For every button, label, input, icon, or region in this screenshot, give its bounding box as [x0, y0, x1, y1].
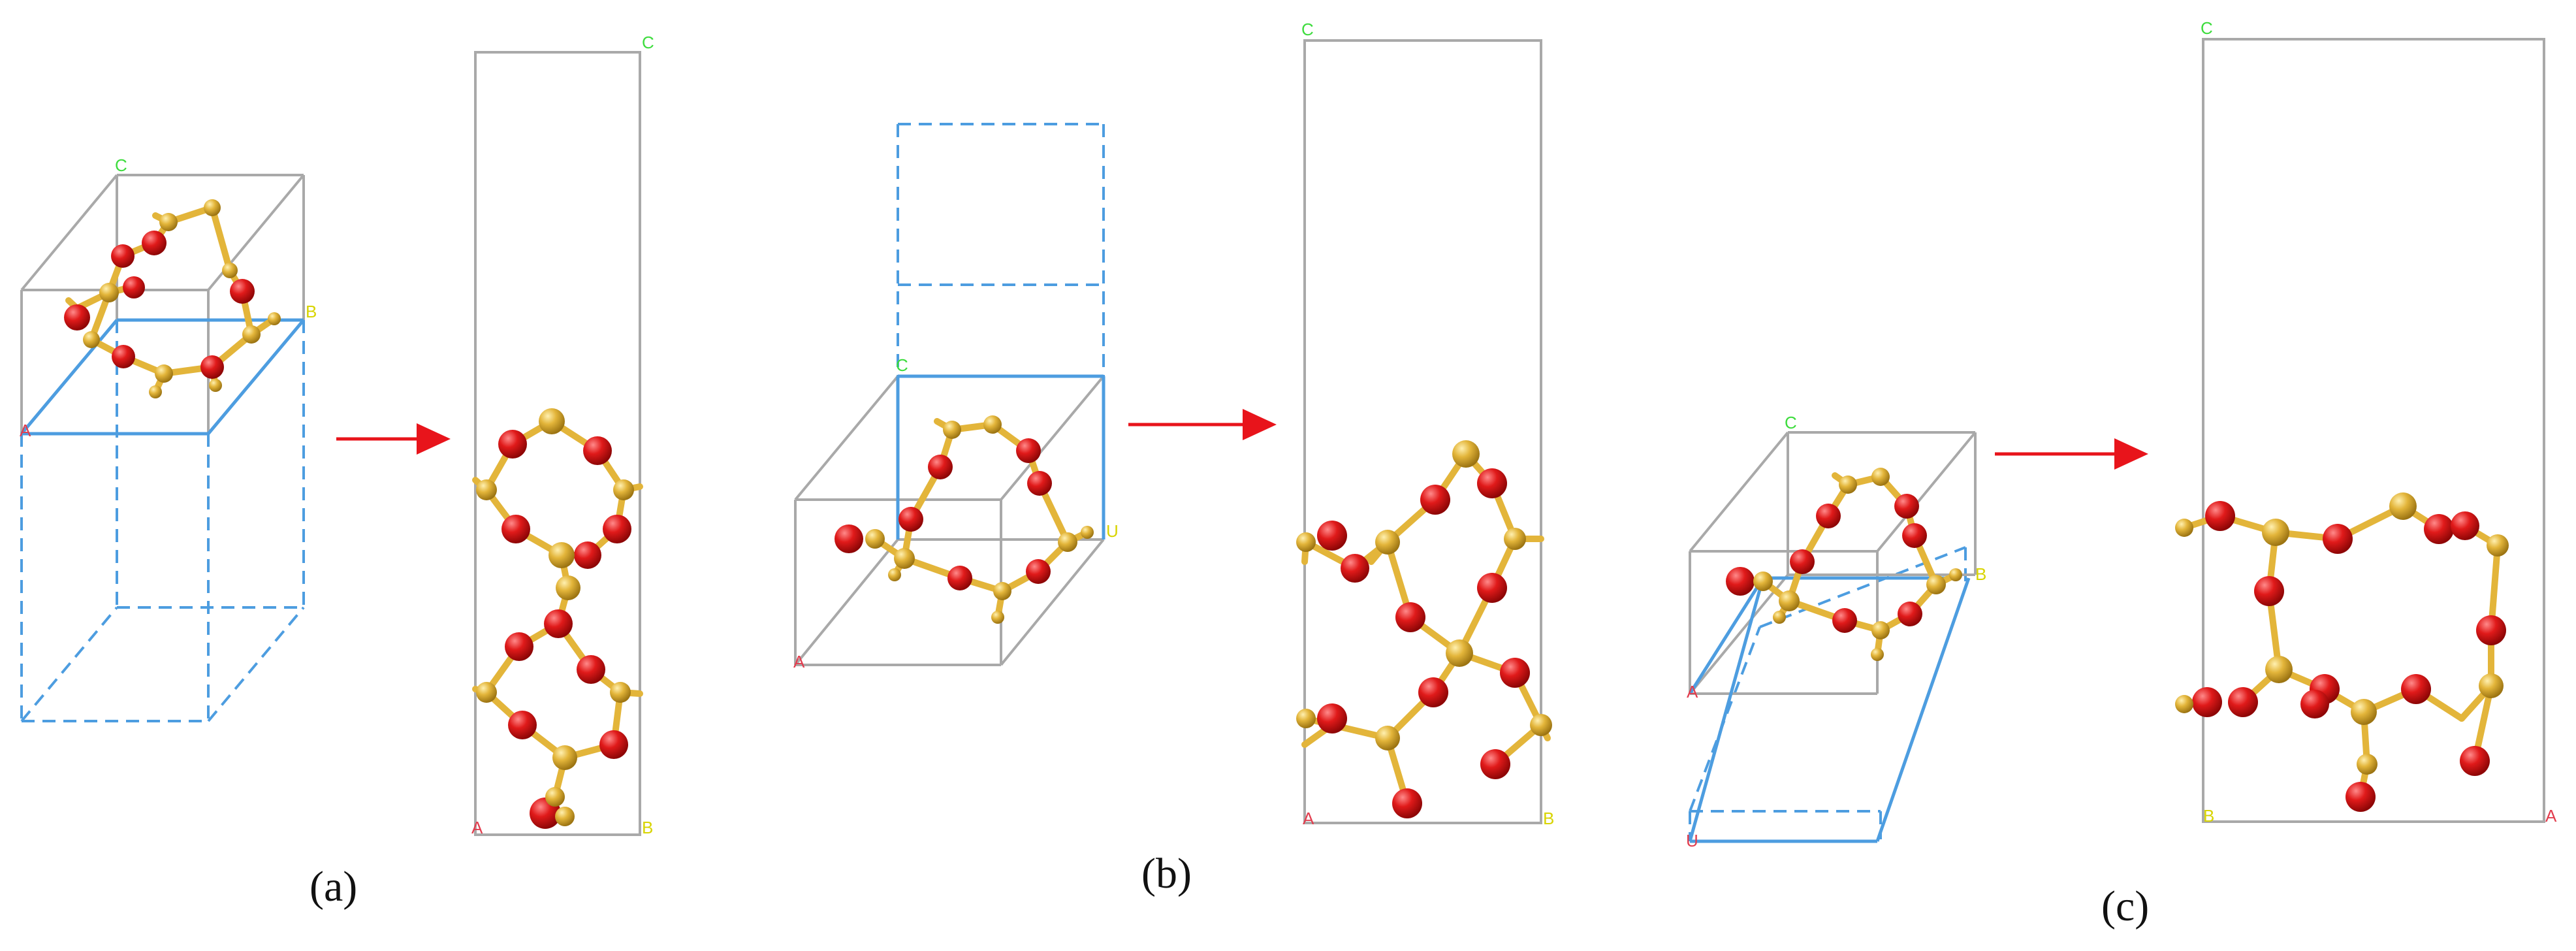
panel-c-initial-structure	[1726, 468, 1962, 661]
axis-label: A	[471, 818, 483, 837]
panel-c-relaxed-cell	[2175, 38, 2545, 823]
panel-a-unit-cell	[20, 174, 305, 434]
axis-label: B	[1975, 564, 1986, 584]
axis-label: C	[642, 33, 654, 52]
panel-c-arrow	[1995, 438, 2148, 470]
panel-a-initial-structure	[64, 199, 281, 398]
axis-label: B	[2203, 806, 2214, 826]
panel-a-supercell-outline	[20, 320, 305, 722]
panel-c-unit-cell	[1689, 431, 1977, 695]
panel-c-relaxed-structure	[2175, 492, 2509, 812]
panel-c-initial-cell	[1688, 431, 1977, 843]
panel-a-relaxed-cell-frame	[474, 51, 641, 836]
panel-c-relaxed-cell-frame	[2202, 38, 2545, 823]
axis-label: B	[1543, 809, 1554, 828]
axis-label: C	[896, 355, 908, 375]
panel-b-arrow	[1128, 409, 1277, 440]
panel-a-base-plane	[20, 318, 305, 436]
axis-label: C	[2201, 18, 2213, 38]
panel-a-relaxed-cell	[472, 51, 643, 836]
axis-label: A	[20, 421, 31, 440]
axis-label: B	[642, 818, 653, 837]
panel-b-relaxed-structure	[1296, 440, 1552, 818]
axis-label: A	[1687, 682, 1698, 701]
panel-b-supercell-outline	[897, 123, 1105, 376]
panel-b-base-plane	[896, 374, 1105, 540]
panel-b-initial-structure	[835, 415, 1094, 624]
panel-b-initial-cell	[794, 123, 1105, 666]
axis-label: U	[1686, 831, 1698, 850]
axis-label: A	[1303, 809, 1314, 828]
axis-label: A	[2545, 806, 2557, 826]
panel-a-arrow	[336, 423, 451, 455]
axis-label: B	[306, 302, 317, 321]
axis-label: C	[1785, 413, 1797, 432]
panel-b-relaxed-cell-frame	[1303, 39, 1542, 824]
panel-b-relaxed-cell	[1296, 39, 1552, 824]
panel-a-initial-cell	[20, 174, 305, 722]
panel-c-label: (c)	[2101, 882, 2150, 930]
axis-labels: C A B C A B C A U C A B C A B U C B A	[20, 18, 2557, 850]
panel-a-relaxed-structure	[472, 408, 643, 829]
panel-b-label: (b)	[1141, 850, 1192, 897]
axis-label: C	[115, 155, 127, 175]
axis-label: U	[1106, 521, 1119, 541]
axis-label: C	[1301, 20, 1314, 39]
panel-a-label: (a)	[310, 863, 358, 911]
axis-label: A	[793, 652, 805, 671]
